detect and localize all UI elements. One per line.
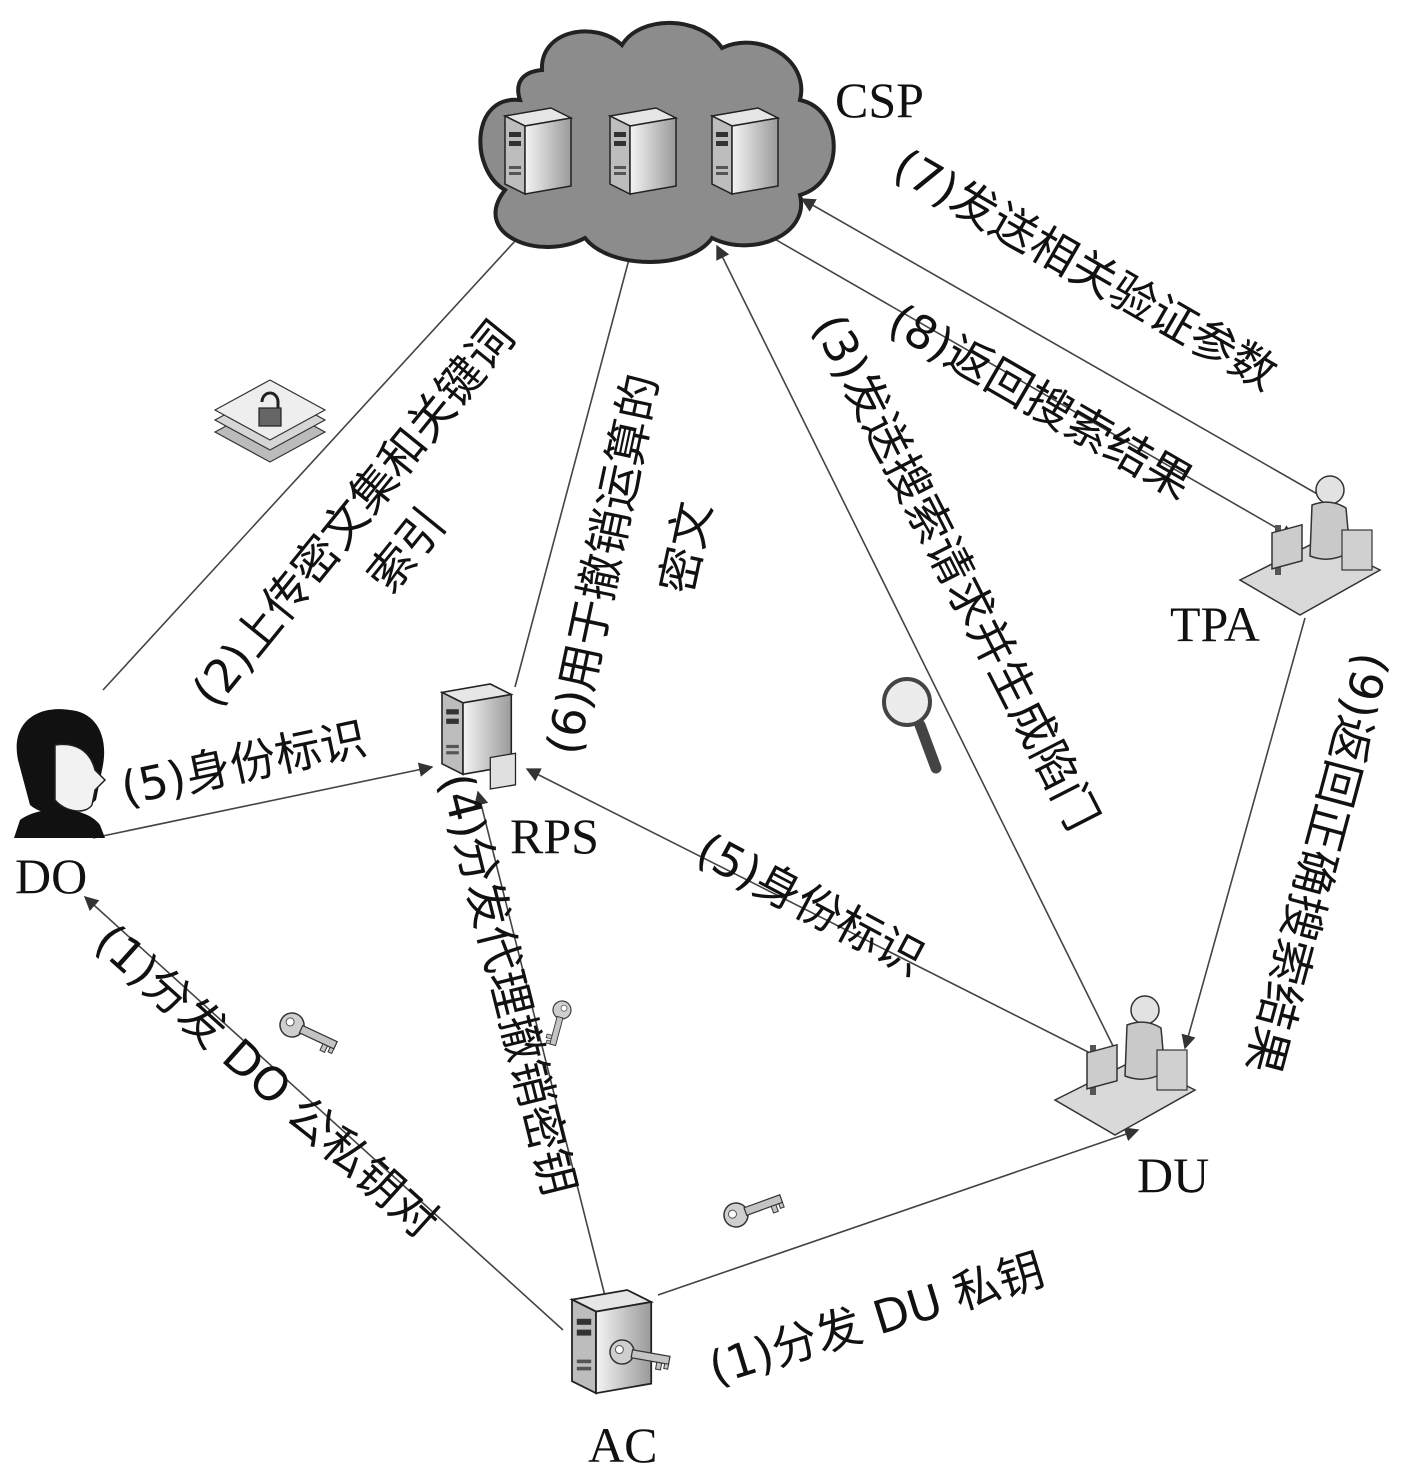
edge-label-6: (6)用于撤销运算的 <box>536 369 669 759</box>
magnifier-icon <box>882 677 942 774</box>
edge-ac-to-du <box>657 1127 1140 1296</box>
cloud-icon <box>478 20 836 264</box>
edge-label-5-do: (5)身份标识 <box>116 711 371 816</box>
edge-label-1-du: (1)分发 DU 私钥 <box>702 1242 1050 1395</box>
edge-ac-to-rps <box>474 790 607 1301</box>
key-icon <box>719 1186 786 1232</box>
edge-do-to-rps <box>92 762 434 839</box>
edge-rps-to-csp <box>514 246 636 688</box>
node-label-tpa: TPA <box>1170 596 1260 652</box>
edge-label-9: (9)返回正确搜索结果 <box>1235 647 1399 1079</box>
edge-csp-to-tpa <box>751 225 1296 539</box>
server-icon <box>441 683 517 790</box>
node-label-du: DU <box>1137 1147 1209 1203</box>
lock-icon <box>213 379 327 463</box>
edge-ac-to-do <box>83 896 564 1331</box>
edge-label-1-do: (1)分发 DO 公私钥对 <box>85 913 450 1249</box>
server-icon <box>571 1289 653 1395</box>
edge-tpa-to-du <box>1181 617 1306 1050</box>
node-label-rps: RPS <box>510 808 599 864</box>
key-icon <box>275 1008 342 1057</box>
person-icon <box>14 709 107 838</box>
edge-label-2: (2)上传密文集和关键词 <box>182 311 526 717</box>
edge-label-6-cont: 密文 <box>650 497 722 598</box>
edge-du-to-csp <box>716 244 1118 1055</box>
node-label-ac: AC <box>588 1417 657 1473</box>
edge-label-5-du: (5)身份标识 <box>688 822 933 987</box>
workstation-icon <box>1054 995 1196 1136</box>
edge-du-to-rps <box>525 768 1101 1059</box>
workstation-icon <box>1239 475 1381 616</box>
edge-do-to-csp <box>102 226 528 691</box>
edge-tpa-to-csp <box>800 198 1334 504</box>
node-label-do: DO <box>15 848 87 904</box>
node-label-csp: CSP <box>835 72 924 128</box>
